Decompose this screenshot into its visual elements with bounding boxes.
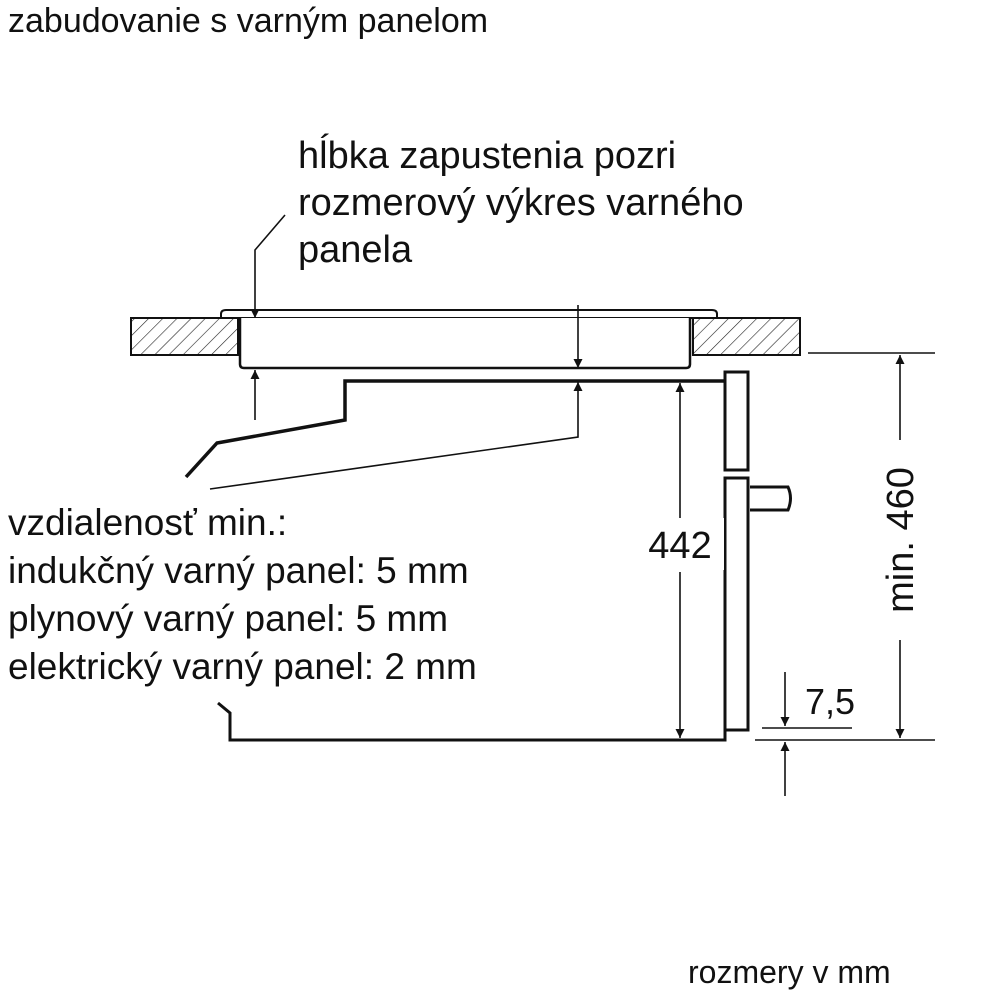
distance-note-heading: vzdialenosť min.: — [8, 502, 288, 543]
depth-note-line-2: rozmerový výkres varného — [298, 182, 744, 224]
hob-lip — [220, 309, 718, 319]
diagram-title: zabudovanie s varným panelom — [8, 2, 489, 40]
dimension-442: 442 — [648, 525, 711, 567]
distance-note-induction: indukčný varný panel: 5 mm — [8, 550, 469, 591]
depth-note-line-3: panela — [298, 229, 413, 271]
distance-note-electric: elektrický varný panel: 2 mm — [8, 646, 477, 687]
depth-note-line-1: hĺbka zapustenia pozri — [298, 135, 677, 177]
distance-pointer — [209, 382, 583, 490]
oven-door-upper — [723, 370, 750, 472]
countertop-right — [692, 317, 801, 356]
oven-top — [184, 379, 725, 479]
dimension-min-460: min. 460 — [880, 467, 922, 613]
distance-note-gas: plynový varný panel: 5 mm — [8, 598, 449, 639]
dimension-7-5: 7,5 — [805, 681, 855, 722]
oven-door-lower — [723, 476, 750, 732]
units-note: rozmery v mm — [688, 954, 891, 990]
depth-pointer — [250, 214, 286, 318]
oven-bottom — [217, 701, 727, 742]
hob-body — [238, 318, 692, 370]
countertop-left — [130, 317, 239, 356]
oven-knob — [750, 485, 792, 512]
